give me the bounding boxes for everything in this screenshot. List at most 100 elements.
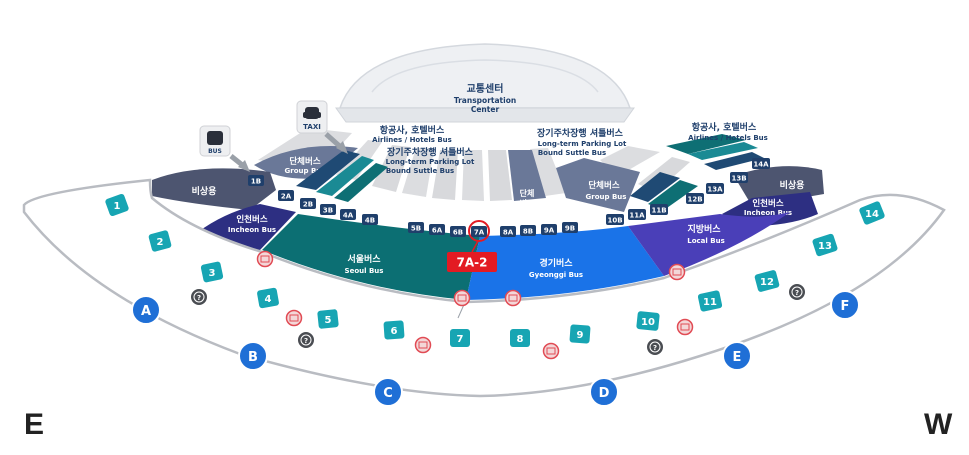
gyeonggi-bus-zone	[466, 226, 664, 300]
stop-1B[interactable]: 1B	[248, 175, 264, 186]
svg-text:6A: 6A	[432, 227, 443, 235]
gate-14[interactable]: 14	[858, 201, 885, 226]
help-icon[interactable]: ?	[298, 332, 314, 348]
airlines-left-en: Airlines / Hotels Bus	[372, 136, 452, 144]
stop-9A[interactable]: 9A	[541, 224, 557, 235]
stop-11B[interactable]: 11B	[650, 204, 668, 215]
ticket-icon[interactable]	[542, 342, 560, 360]
gate-5[interactable]: 5	[317, 309, 339, 329]
exit-A[interactable]: A	[131, 295, 161, 325]
svg-text:?: ?	[304, 337, 308, 345]
stop-11A[interactable]: 11A	[628, 209, 646, 220]
gate-6[interactable]: 6	[383, 320, 405, 340]
svg-text:4: 4	[265, 294, 272, 305]
gate-4[interactable]: 4	[257, 287, 280, 309]
gate-10[interactable]: 10	[636, 311, 660, 331]
stop-4B[interactable]: 4B	[362, 214, 378, 225]
gate-3[interactable]: 3	[200, 261, 224, 283]
ticket-icon[interactable]	[504, 289, 522, 307]
svg-text:?: ?	[653, 344, 657, 352]
stop-13B[interactable]: 13B	[730, 172, 748, 183]
ticket-icon[interactable]	[453, 289, 471, 307]
stop-6A[interactable]: 6A	[429, 224, 445, 235]
svg-text:D: D	[599, 386, 610, 401]
highlight-stop-7A-2[interactable]: 7A-2	[447, 240, 497, 272]
svg-text:10B: 10B	[607, 217, 622, 225]
gate-7[interactable]: 7	[450, 329, 470, 347]
svg-text:14: 14	[865, 209, 879, 220]
group-bus-areas: 단체버스 Group Bus 단체 버스 Group Bus 단체버스 Grou…	[254, 146, 640, 217]
group-right-en: Group Bus	[586, 193, 627, 201]
svg-text:8A: 8A	[503, 229, 514, 237]
svg-text:6: 6	[391, 326, 398, 337]
stop-8A[interactable]: 8A	[500, 226, 516, 237]
ticket-icon[interactable]	[668, 263, 686, 281]
transport-center-en1: Transportation	[454, 96, 516, 105]
gate-9[interactable]: 9	[569, 324, 591, 344]
info-icons: ? ? ? ?	[191, 284, 805, 355]
gate-8[interactable]: 8	[510, 329, 530, 347]
taxi-label: TAXI	[303, 123, 321, 131]
svg-text:8B: 8B	[523, 228, 533, 236]
svg-text:13A: 13A	[707, 186, 723, 194]
stop-10B[interactable]: 10B	[606, 214, 624, 225]
callouts: 항공사, 호텔버스 Airlines / Hotels Bus 장기주차장행 셔…	[372, 121, 768, 175]
stop-6B[interactable]: 6B	[450, 226, 466, 237]
stop-12B[interactable]: 12B	[686, 193, 704, 204]
parking-right-en1: Long-term Parking Lot	[538, 140, 627, 148]
gate-13[interactable]: 13	[812, 233, 838, 257]
group-mid-ko2: 버스	[520, 198, 535, 208]
ticket-icon[interactable]	[676, 318, 694, 336]
stop-13A[interactable]: 13A	[706, 183, 724, 194]
gate-1[interactable]: 1	[105, 193, 130, 217]
svg-text:A: A	[141, 304, 151, 319]
direction-east-label: E	[24, 408, 45, 441]
ticket-icon[interactable]	[256, 250, 274, 268]
svg-text:2B: 2B	[303, 201, 313, 209]
exit-E[interactable]: E	[722, 341, 752, 371]
svg-text:2A: 2A	[281, 193, 292, 201]
svg-text:4B: 4B	[365, 217, 375, 225]
exit-C[interactable]: C	[373, 377, 403, 407]
stop-3B[interactable]: 3B	[320, 204, 336, 215]
help-icon[interactable]: ?	[191, 289, 207, 305]
svg-text:3: 3	[209, 268, 216, 279]
help-icon[interactable]: ?	[789, 284, 805, 300]
svg-text:8: 8	[517, 334, 524, 345]
stop-7A[interactable]: 7A	[468, 220, 490, 242]
ticket-icon[interactable]	[414, 336, 432, 354]
gate-12[interactable]: 12	[754, 269, 780, 292]
svg-text:10: 10	[641, 317, 655, 328]
svg-text:7A-2: 7A-2	[457, 256, 488, 270]
direction-west-label: W	[924, 408, 953, 441]
exit-badges: A B C D E F	[131, 290, 860, 407]
stop-2A[interactable]: 2A	[278, 190, 294, 201]
gate-2[interactable]: 2	[148, 230, 172, 253]
svg-text:E: E	[733, 350, 742, 365]
transport-center-en2: Center	[471, 105, 500, 114]
stop-14A[interactable]: 14A	[752, 158, 770, 169]
emergency-left-zone	[152, 168, 276, 210]
stop-8B[interactable]: 8B	[520, 225, 536, 236]
group-mid-en: Group Bus	[514, 209, 555, 217]
emergency-right-label: 비상용	[780, 179, 805, 191]
parking-left-en2: Bound Suttle Bus	[386, 167, 454, 175]
gyeonggi-ko: 경기버스	[539, 257, 573, 269]
stop-4A[interactable]: 4A	[340, 209, 356, 220]
help-icon[interactable]: ?	[647, 339, 663, 355]
exit-F[interactable]: F	[830, 290, 860, 320]
exit-D[interactable]: D	[589, 377, 619, 407]
svg-text:14A: 14A	[753, 161, 769, 169]
parking-left-ko: 장기주차장행 셔틀버스	[387, 146, 474, 158]
svg-text:11A: 11A	[629, 212, 645, 220]
gate-11[interactable]: 11	[697, 290, 723, 312]
stop-5B[interactable]: 5B	[408, 222, 424, 233]
svg-text:11B: 11B	[651, 207, 666, 215]
stop-9B[interactable]: 9B	[562, 222, 578, 233]
exit-B[interactable]: B	[238, 341, 268, 371]
ticket-icon[interactable]	[285, 309, 303, 327]
gyeonggi-en: Gyeonggi Bus	[529, 271, 583, 279]
incheon-left-ko: 인천버스	[236, 214, 267, 225]
stop-2B[interactable]: 2B	[300, 198, 316, 209]
